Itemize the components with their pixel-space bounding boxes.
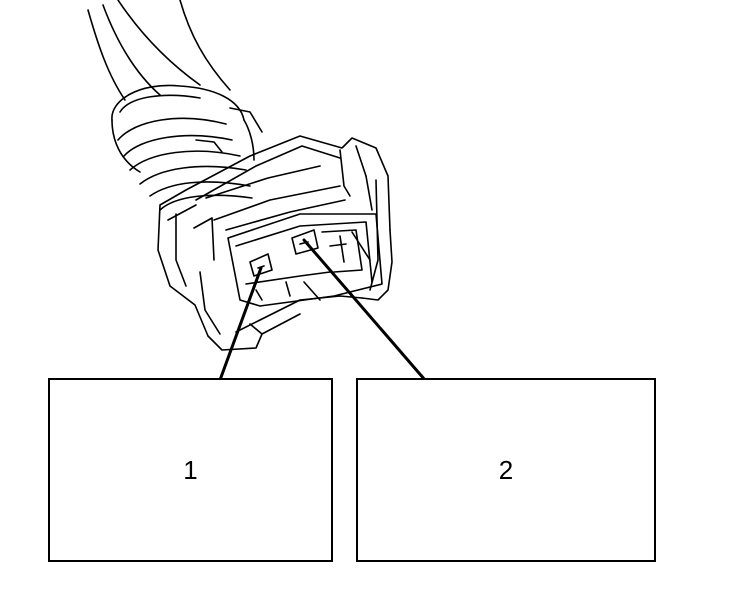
- callout-box-1: 1: [48, 378, 333, 562]
- connector-seal-boot: [111, 84, 263, 211]
- callout-box-2: 2: [356, 378, 656, 562]
- callout-label-1: 1: [183, 454, 198, 485]
- callout-label-2: 2: [498, 454, 514, 485]
- leader-line-2: [302, 238, 427, 382]
- connector-face: [227, 213, 383, 307]
- connector-housing: [157, 135, 393, 351]
- leader-line-1: [218, 266, 263, 382]
